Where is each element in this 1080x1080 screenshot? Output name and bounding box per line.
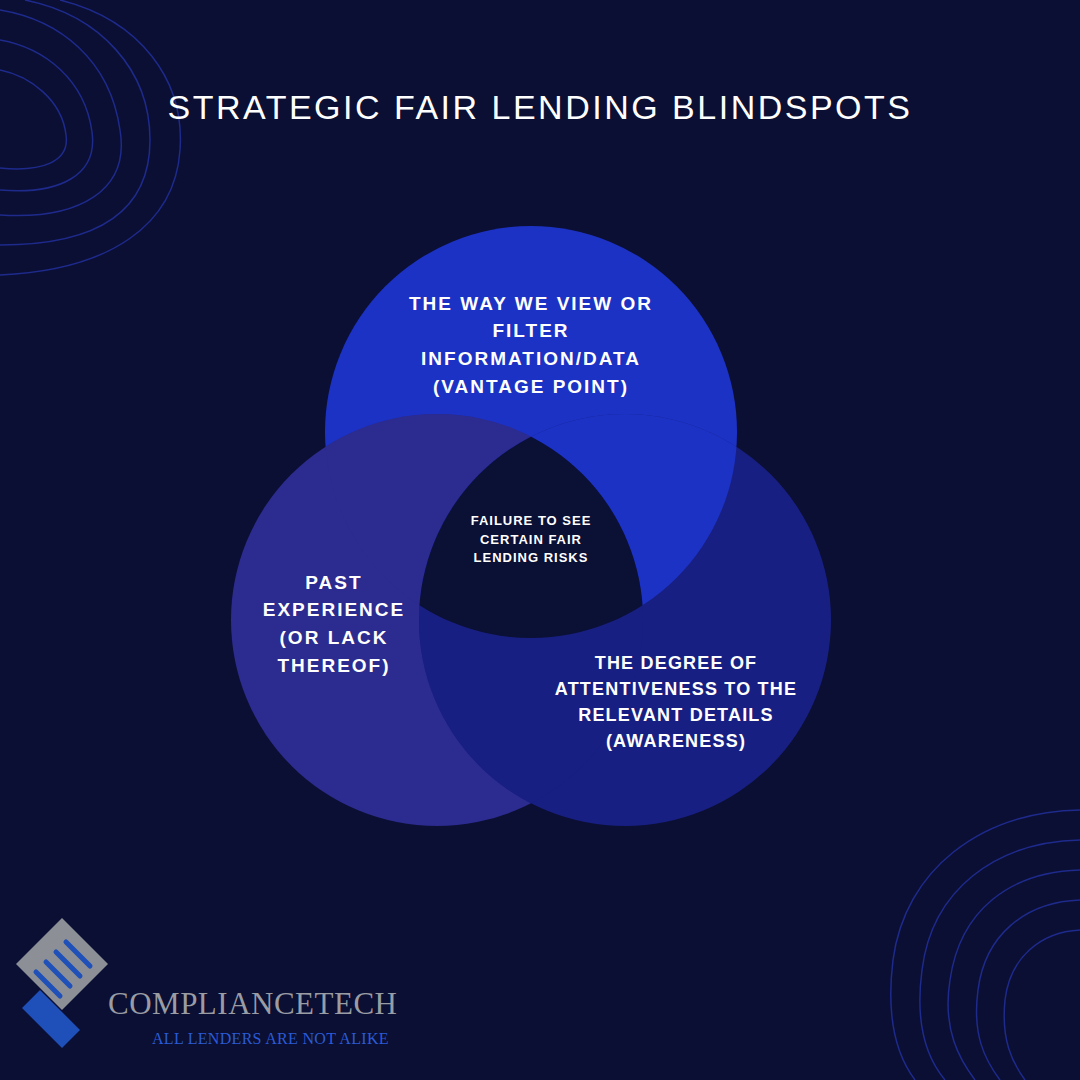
logo-tile [22,990,80,1048]
contour-line [891,810,1080,1080]
node-label: PAST EXPERIENCE (OR LACK THEREOF) [254,569,414,679]
node-label: THE DEGREE OF ATTENTIVENESS TO THE RELEV… [541,650,811,754]
contour-line [0,0,150,245]
node-label: THE WAY WE VIEW OR FILTER INFORMATION/DA… [381,290,681,400]
center-clip [325,226,737,638]
diagram-title: STRATEGIC FAIR LENDING BLINDSPOTS [0,88,1080,127]
center-intersection [325,226,737,638]
venn-center: FAILURE TO SEE CERTAIN FAIR LENDING RISK… [451,507,611,574]
contour-line [0,0,180,275]
logo-tagline: ALL LENDERS ARE NOT ALIKE [152,1030,389,1048]
node-label: FAILURE TO SEE CERTAIN FAIR LENDING RISK… [456,512,606,569]
logo-icon [16,918,108,1048]
logo-finger [36,972,60,996]
contour-line [948,870,1080,1080]
contour-line [920,840,1080,1080]
overlap-top-right [325,226,737,638]
contour-line [0,40,93,191]
logo-wordmark: COMPLIANCETECH [108,986,397,1022]
logo-finger [66,942,90,966]
contour-line [977,900,1080,1080]
contour-line [1004,930,1080,1080]
logo-fingers [36,942,90,996]
contour-line [0,70,66,169]
contour-line [0,10,121,216]
logo-tile [16,918,108,1010]
